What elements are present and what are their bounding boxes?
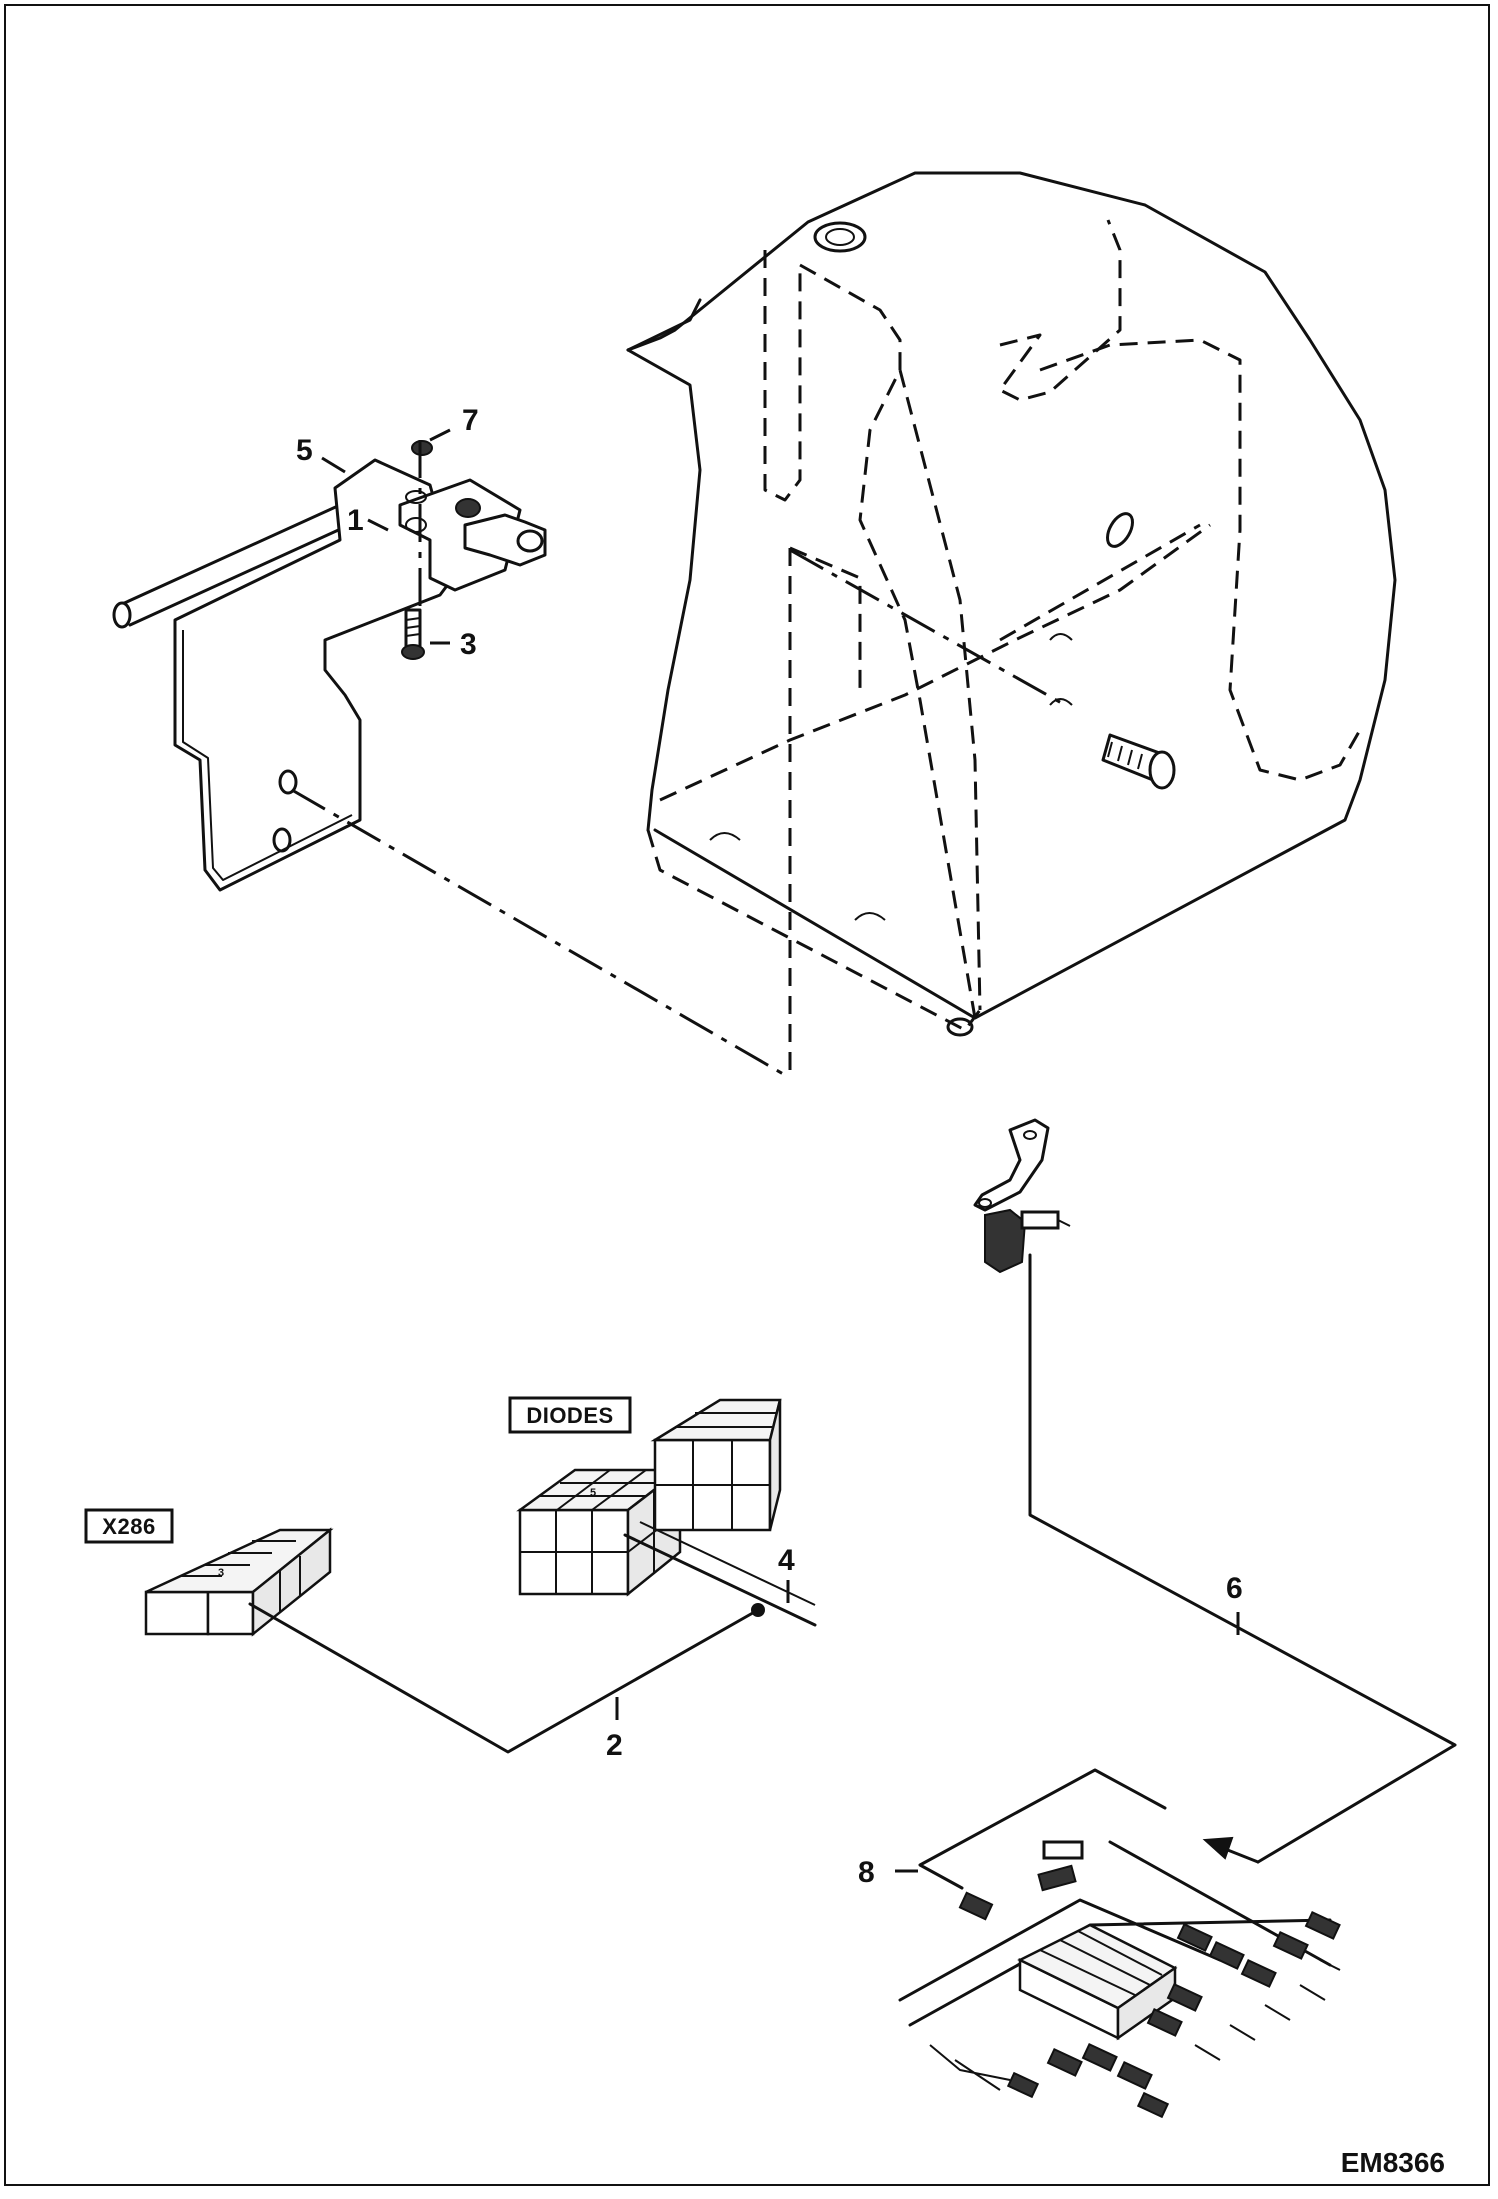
sender-eye (516, 529, 544, 553)
callouts-upper: 7 5 1 3 (296, 404, 479, 661)
sensor-bracket (973, 1118, 1071, 1274)
housing-hole-b (1049, 698, 1073, 706)
callout-3: 3 (460, 628, 477, 661)
callout-4: 4 (778, 1544, 795, 1577)
main-harness (898, 1768, 1341, 2119)
washer-2 (405, 517, 427, 533)
diodes-label-box (508, 1396, 632, 1434)
wire-4 (623, 1533, 817, 1627)
filler-cap-inner (825, 228, 855, 246)
drawing-frame (4, 4, 1490, 2186)
inner-frame-left (763, 250, 802, 502)
washer-1 (405, 490, 427, 504)
callouts-lower-left: 4 2 (606, 1544, 795, 1762)
diodes-cavity-number: 5 (590, 1487, 596, 1499)
wire-4-parallel (639, 1521, 816, 1606)
drawing-code: EM8366 (1341, 2147, 1445, 2178)
inner-frame-mid (898, 369, 982, 1011)
housing-hole-d (854, 912, 886, 921)
tube-end (112, 601, 132, 629)
sensor-clip (973, 1118, 1050, 1212)
inner-panel (999, 523, 1201, 642)
callout-2: 2 (606, 1729, 623, 1762)
housing-hole-c (709, 832, 741, 841)
mounting-bolt (1101, 733, 1176, 790)
harness-connector-b (1037, 1864, 1077, 1892)
x286-cavity-number: 3 (218, 1567, 224, 1579)
harness-6 (1028, 1253, 1457, 1864)
wire-splice (751, 1603, 765, 1617)
diodes-label: DIODES (526, 1403, 613, 1428)
housing-flap (626, 298, 702, 352)
direction-arrow (1202, 1836, 1234, 1860)
screw-item-3 (401, 608, 425, 660)
housing-hole-upper (1106, 512, 1134, 548)
callout-8-group: 8 (858, 1856, 918, 1889)
callout-1: 1 (347, 504, 364, 537)
inner-floor-front (646, 829, 982, 1032)
housing-left-edge (626, 348, 702, 832)
inner-frame-right (998, 219, 1122, 402)
wire-2 (248, 1602, 760, 1754)
x286-label: X286 (102, 1514, 155, 1539)
harness-loop (918, 1768, 1167, 1890)
inner-shelf (789, 546, 862, 695)
sensor-body (984, 1208, 1027, 1274)
bracket-hole-lower (272, 827, 292, 853)
housing-hole-a (1049, 633, 1073, 641)
alignment-line-bolt (789, 548, 1066, 707)
sender-nut (455, 498, 481, 518)
nut-item-7 (411, 440, 433, 456)
bracket-assembly (112, 440, 1066, 1077)
tank-housing (626, 171, 1397, 1080)
x286-label-box (84, 1508, 174, 1544)
callout-7: 7 (462, 404, 479, 437)
connector-x286: X286 3 (84, 1508, 334, 1637)
harness-tag (1042, 1840, 1084, 1860)
callout-8: 8 (858, 1856, 875, 1889)
housing-hinge (946, 1017, 974, 1037)
inner-frame-box (1039, 338, 1362, 782)
harness-connector-a (958, 1891, 994, 1921)
callout-6: 6 (1226, 1572, 1243, 1605)
inner-floor (659, 523, 1211, 802)
filler-cap (813, 221, 867, 253)
bracket-plate-inner (182, 630, 353, 881)
diodes-block: DIODES 5 (508, 1396, 817, 1627)
callout-6-group: 6 (1226, 1572, 1243, 1635)
sender-arm (463, 513, 547, 567)
callout-5: 5 (296, 434, 313, 467)
bracket-hole-upper (278, 769, 298, 795)
tube (118, 503, 347, 627)
inner-frame-top (799, 263, 977, 1019)
harness-trunk-1 (898, 1898, 1222, 2002)
alignment-line-bracket (291, 788, 786, 1077)
